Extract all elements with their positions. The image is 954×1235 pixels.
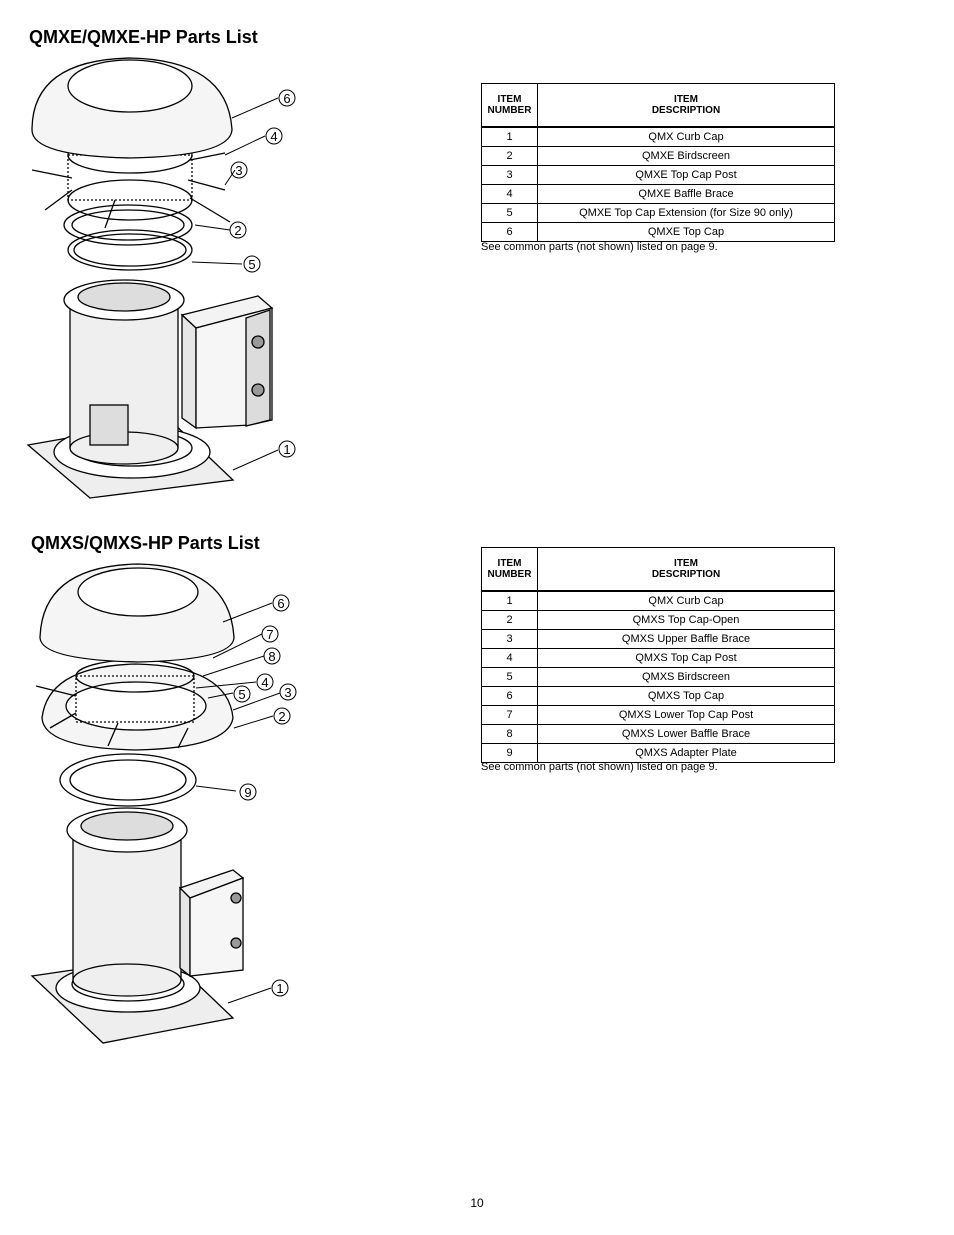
section-title-qmxs: QMXS/QMXS-HP Parts List: [31, 533, 260, 553]
qmxs-callout-8: 8: [268, 649, 275, 664]
qmxe-callout-2: 2: [234, 223, 241, 238]
qmxs-callout-5: 5: [238, 687, 245, 702]
qmxs-callout-4: 4: [261, 675, 268, 690]
qmxe-callout-5: 5: [248, 257, 255, 272]
qmxs-callout-6: 6: [277, 596, 284, 611]
qmxe-exploded-diagram: 6 4 3 2 5 1: [26, 57, 296, 499]
section-title-qmxe: QMXE/QMXE-HP Parts List: [29, 27, 258, 47]
qmxs-exploded-diagram: 6 7 8 4 5 3 2 9 1: [30, 563, 297, 1044]
qmxs-callout-3: 3: [284, 685, 291, 700]
qmxs-callout-2: 2: [278, 709, 285, 724]
qmxe-callout-1: 1: [283, 442, 290, 457]
qmxe-callout-4: 4: [270, 129, 277, 144]
qmxs-callout-9: 9: [244, 785, 251, 800]
qmxs-callout-7: 7: [266, 627, 273, 642]
page-number: 10: [470, 1196, 484, 1210]
qmxe-note: See common parts (not shown) listed on p…: [481, 241, 718, 253]
qmxs-callout-1: 1: [276, 981, 283, 996]
qmxs-note: See common parts (not shown) listed on p…: [481, 761, 718, 773]
qmxe-callout-6: 6: [283, 91, 290, 106]
qmxe-callout-3: 3: [235, 163, 242, 178]
